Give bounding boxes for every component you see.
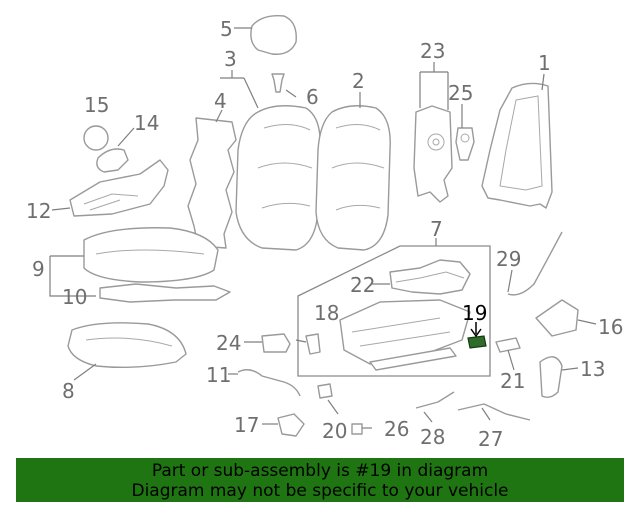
headrest-part [250,15,297,55]
cover-part [96,148,129,173]
headrest-guide-part [271,73,285,93]
callout-6: 6 [306,85,319,109]
callout-4: 4 [214,89,227,113]
clip-part [83,125,109,151]
notice-line-2: Diagram may not be specific to your vehi… [131,481,509,501]
callout-3: 3 [224,47,237,71]
callout-21: 21 [500,369,525,393]
callout-16: 16 [598,315,623,339]
small-harness-part [415,391,455,409]
callout-5: 5 [220,17,233,41]
callout-11: 11 [206,363,231,387]
callout-19: 19 [462,301,487,325]
callout-1: 1 [538,51,551,75]
notice-banner: Part or sub-assembly is #19 in diagram D… [16,458,624,502]
seatback-frame-part [481,82,553,209]
adjuster-assembly-box [297,245,491,377]
callout-29: 29 [496,247,521,271]
callout-labels: 1 2 3 4 5 6 7 8 9 10 11 12 13 14 15 16 1… [26,17,623,451]
callout-17: 17 [234,413,259,437]
highlighted-part-19 [467,322,487,349]
seat-lever-part [305,333,321,355]
sensor-wire-part [507,231,563,296]
callout-28: 28 [420,425,445,449]
side-cover-part [535,299,579,337]
callout-25: 25 [448,81,473,105]
cushion-cover-part [83,227,219,283]
callout-14: 14 [134,111,159,135]
callout-12: 12 [26,199,51,223]
seatback-shield-part [413,105,453,203]
seatback-cover-part [235,105,321,251]
callout-26: 26 [384,417,409,441]
seatback-pad-part [315,105,391,251]
callout-18: 18 [314,301,339,325]
callout-7: 7 [430,217,443,241]
callout-24: 24 [216,331,241,355]
harness-part [457,403,531,421]
callout-9: 9 [32,257,45,281]
cap-part [351,423,363,435]
callout-2: 2 [352,69,365,93]
seatback-bracket-part [455,127,475,161]
notice-line-1: Part or sub-assembly is #19 in diagram [151,461,489,481]
cushion-pad-part [67,322,187,369]
callout-23: 23 [420,39,445,63]
leader-lines [49,27,597,429]
callout-8: 8 [62,379,75,403]
cushion-heater-part [99,283,231,303]
bracket-part [261,333,291,353]
callout-27: 27 [478,427,503,451]
seat-shield-part [69,159,169,217]
seat-harness-part [389,259,471,295]
callout-20: 20 [322,419,347,443]
callout-22: 22 [350,273,375,297]
mount-bracket-part [277,413,305,437]
seatback-heater-part [187,117,237,249]
callout-13: 13 [580,357,605,381]
switch-part [495,337,521,353]
callout-10: 10 [62,285,87,309]
seat-track-part [339,299,471,371]
wire-part [237,369,301,397]
trim-panel-part [539,356,563,399]
bracket-clip-part [317,383,333,399]
callout-15: 15 [84,93,109,117]
